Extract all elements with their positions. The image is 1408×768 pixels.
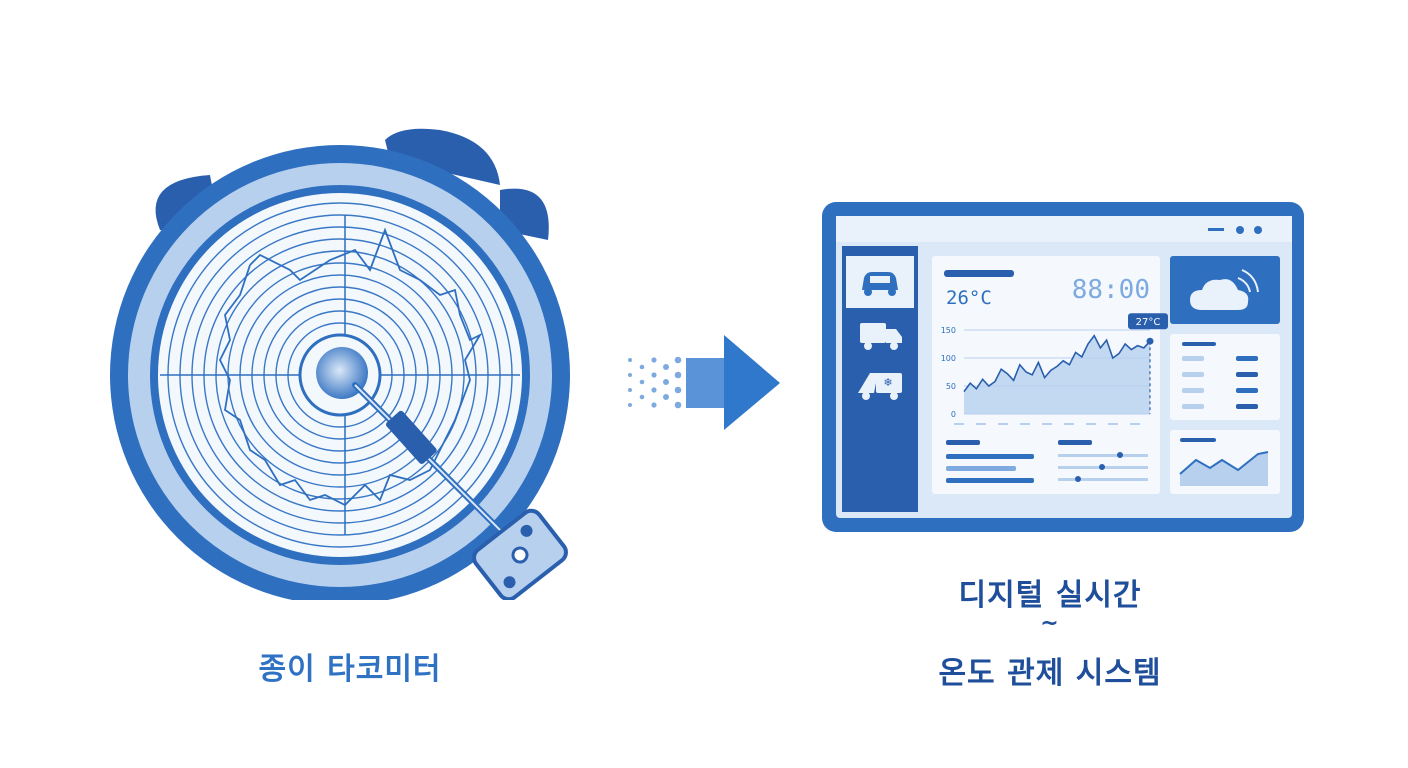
- mounting-bracket: [472, 508, 568, 600]
- temperature-readout: 26°C: [946, 287, 992, 309]
- stylus-sleeve: [385, 410, 437, 464]
- truck-icon[interactable]: [860, 323, 902, 350]
- stats-right: [1058, 440, 1148, 482]
- temperature-line: [963, 334, 1151, 393]
- paper-tachograph: [110, 128, 570, 600]
- y-tick-label: 50: [946, 382, 956, 391]
- temperature-chart: 27°C: [963, 313, 1168, 414]
- marker-tooltip: [1128, 313, 1168, 330]
- temperature-area: [964, 335, 1150, 414]
- refrigerated-truck-icon[interactable]: ❄: [858, 373, 902, 400]
- digital-system-caption-line1: 디지털 실시간: [958, 578, 1142, 613]
- digital-system-caption-line2: 온도 관제 시스템: [938, 656, 1162, 691]
- svg-text:❄: ❄: [883, 376, 892, 389]
- recorded-trace: [218, 227, 483, 507]
- mini-trend-area: [1180, 452, 1268, 486]
- paper-tachograph-caption: 종이 타코미터: [258, 652, 442, 687]
- marker-point[interactable]: [1146, 337, 1154, 345]
- marker-tooltip-label: 27°C: [1136, 317, 1161, 328]
- status-list: [1182, 342, 1258, 409]
- stats-left: [946, 440, 1034, 483]
- clock-readout: 88:00: [1072, 275, 1150, 305]
- transition-arrow: [628, 335, 780, 430]
- digital-monitor: ❄ 26°C 88:00 0 50 100 150 27°C: [822, 202, 1304, 532]
- car-icon: [862, 272, 898, 296]
- status-list-panel: [1170, 334, 1280, 420]
- y-tick-label: 100: [941, 354, 956, 363]
- housing-top-cap: [385, 128, 500, 185]
- y-tick-label: 150: [941, 326, 956, 335]
- panel-title-bar: [944, 270, 1014, 277]
- y-tick-label: 0: [951, 410, 956, 419]
- cloud-signal-icon: [1190, 269, 1259, 310]
- digital-system-caption-tilde: ~: [1040, 611, 1060, 636]
- window-button-1[interactable]: [1236, 226, 1244, 234]
- arrow-shaft: [686, 358, 726, 408]
- window-button-2[interactable]: [1254, 226, 1262, 234]
- arrow-head: [724, 335, 780, 430]
- arrow-dots: [628, 356, 682, 409]
- mini-trend-line: [1179, 451, 1269, 475]
